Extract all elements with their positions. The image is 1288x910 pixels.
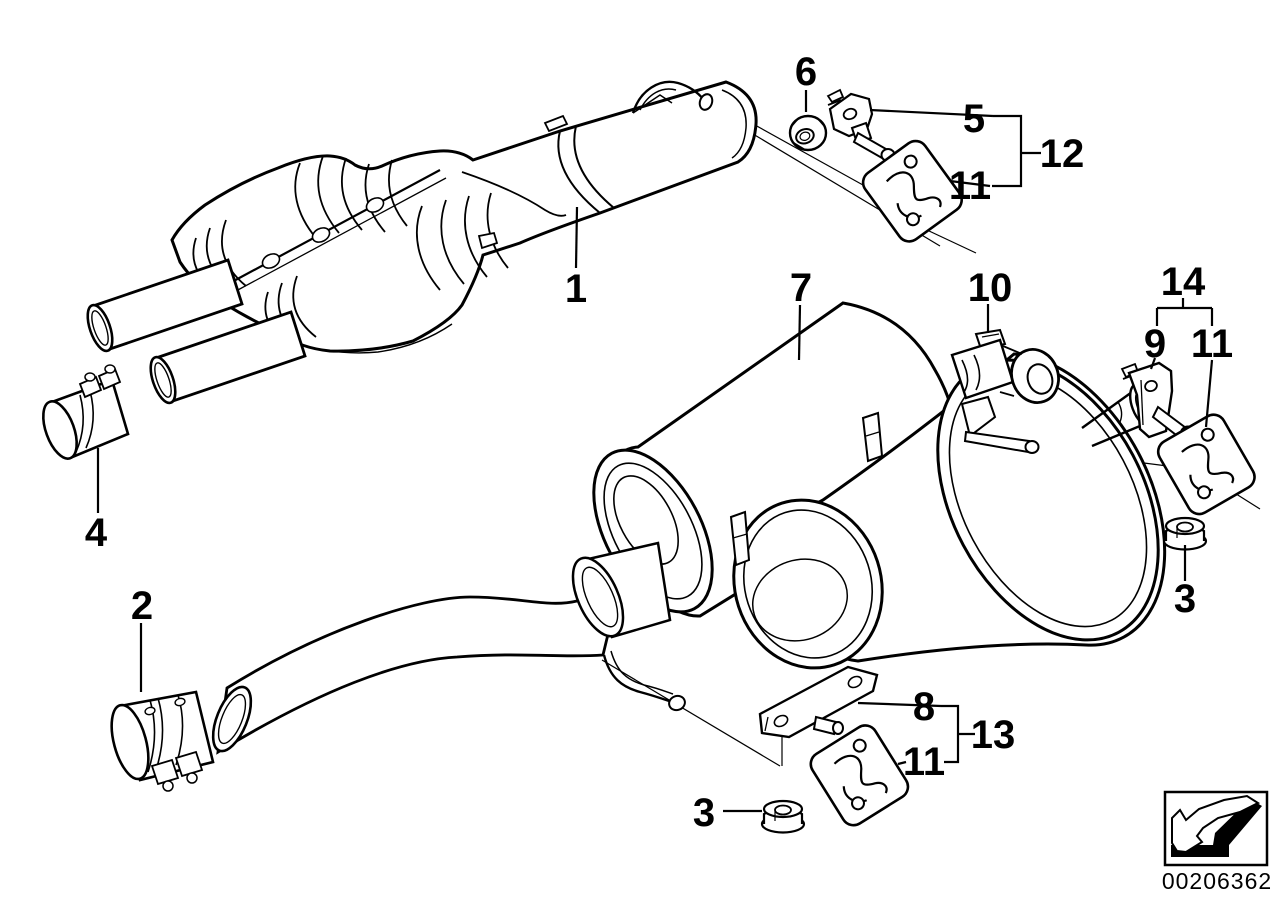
leader-lines — [96, 90, 1214, 813]
callout-13[interactable]: 13 — [971, 713, 1016, 757]
exhaust-flap-actuator-drawing — [950, 328, 1060, 404]
callout-6[interactable]: 6 — [795, 50, 817, 94]
callout-9[interactable]: 9 — [1144, 322, 1166, 366]
front-muffler-drawing — [86, 80, 758, 405]
bracket-8-drawing — [758, 665, 879, 739]
nut-6-drawing — [788, 114, 828, 152]
flange-nut-3b-drawing — [1162, 516, 1208, 551]
callout-3b[interactable]: 3 — [1174, 577, 1196, 621]
footer-block: 00206362 — [1162, 790, 1272, 894]
callout-12[interactable]: 12 — [1040, 132, 1085, 176]
clamp-2-drawing — [110, 690, 215, 792]
callout-7[interactable]: 7 — [790, 266, 812, 310]
callout-14[interactable]: 14 — [1161, 260, 1206, 304]
callout-1[interactable]: 1 — [565, 267, 587, 311]
image-number: 00206362 — [1162, 868, 1272, 894]
bracket-5-drawing — [826, 88, 896, 162]
bracket-9-drawing — [1120, 361, 1196, 441]
callout-labels: 1 2 3 3 4 5 6 7 8 9 10 11 11 11 12 13 14 — [85, 50, 1233, 835]
callout-10[interactable]: 10 — [968, 266, 1013, 310]
callout-4[interactable]: 4 — [85, 511, 108, 555]
direction-of-travel-arrow-icon — [1171, 794, 1262, 857]
rear-muffler-drawing — [571, 301, 1167, 670]
clamp-4-drawing — [42, 364, 130, 460]
callout-11a[interactable]: 11 — [949, 164, 991, 208]
callout-8[interactable]: 8 — [913, 685, 935, 729]
flange-nut-3a-drawing — [760, 799, 806, 834]
callout-2[interactable]: 2 — [131, 584, 153, 628]
callout-11b[interactable]: 11 — [1191, 322, 1233, 366]
callout-5[interactable]: 5 — [963, 97, 985, 141]
callout-3a[interactable]: 3 — [693, 791, 715, 835]
rubber-mount-11c-drawing — [804, 719, 914, 831]
callout-11c[interactable]: 11 — [903, 740, 945, 784]
